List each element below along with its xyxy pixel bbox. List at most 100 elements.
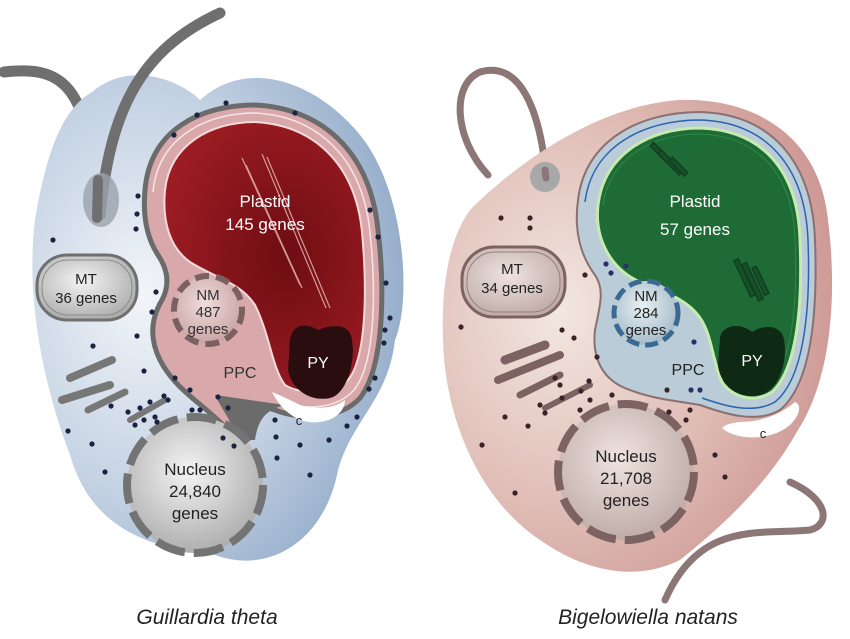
ribosome-dot (197, 407, 203, 413)
nucleomorph (171, 273, 245, 347)
nucleus-unit: genes (603, 491, 649, 510)
ribosome-dot (171, 132, 177, 138)
nucleomorph-name: NM (196, 287, 219, 304)
ribosome-dot (161, 393, 167, 399)
ribosome-dot (89, 441, 95, 447)
ribosome-dot (603, 261, 609, 267)
ribosome-dot (215, 394, 221, 400)
nucleomorph-name: NM (634, 288, 657, 305)
ribosome-dot (502, 414, 508, 420)
ribosome-dot (108, 403, 114, 409)
ribosome-dot (609, 392, 615, 398)
ribosome-dot (557, 382, 563, 388)
ribosome-dot (220, 435, 226, 441)
mitochondrion-genes: 36 genes (55, 290, 117, 307)
mitochondrion-name: MT (75, 271, 97, 288)
ribosome-dot (383, 280, 389, 286)
plastid-genes: 145 genes (225, 215, 304, 234)
nucleomorph-unit: genes (626, 322, 667, 339)
ribosome-dot (223, 100, 229, 106)
nucleomorph (611, 278, 681, 348)
ribosome-dot (65, 428, 71, 434)
ribosome-dot (153, 289, 159, 295)
golgi-apparatus (58, 356, 168, 423)
ribosome-dot (498, 215, 504, 221)
ribosome-dot (479, 442, 485, 448)
nucleus-unit: genes (172, 504, 218, 523)
nucleomorph-count: 284 (633, 305, 658, 322)
nucleus (123, 413, 267, 557)
plastid (163, 120, 366, 393)
basal-body-flagellum (92, 175, 103, 223)
ribosome-dot (134, 211, 140, 217)
ribosome-dot (366, 386, 372, 392)
ribosome-dot (623, 263, 629, 269)
ribosome-dot (367, 207, 373, 213)
ribosome-dot (225, 405, 231, 411)
basal-body-flagellum (541, 166, 550, 182)
c-compartment (722, 402, 800, 438)
ribosome-dot (102, 469, 108, 475)
nucleus-count: 21,708 (600, 469, 652, 488)
nucleus-count: 24,840 (169, 482, 221, 501)
ribosome-dot (152, 414, 158, 420)
ribosome-dot (571, 335, 577, 341)
ribosome-dot (527, 225, 533, 231)
ribosome-dot (187, 387, 193, 393)
ribosome-dot (273, 434, 279, 440)
ribosome-dot (697, 387, 703, 393)
ribosome-dot (582, 272, 588, 278)
ribosome-dot (586, 378, 592, 384)
ribosome-dot (577, 407, 583, 413)
ribosomes (458, 215, 728, 496)
ribosome-dot (125, 409, 131, 415)
nucleomorph-count: 487 (195, 304, 220, 321)
ribosome-dot (132, 422, 138, 428)
flagellum (661, 478, 827, 604)
ribosome-dot (135, 193, 141, 199)
ribosome-dot (141, 368, 147, 374)
ribosome-dot (165, 397, 171, 403)
ribosome-dot (149, 309, 155, 315)
ppc-membrane (584, 119, 810, 410)
c-compartment (272, 392, 345, 423)
ribosome-dot (137, 405, 143, 411)
ribosome-dot (326, 437, 332, 443)
ribosome-dot (375, 234, 381, 240)
mitochondrion-genes: 34 genes (481, 280, 543, 297)
species-name: Guillardia theta (136, 606, 277, 629)
ribosome-dot (664, 387, 670, 393)
ribosome-dot (382, 327, 388, 333)
mitochondrion-inner (41, 259, 133, 316)
ribosome-dot (525, 423, 531, 429)
ribosome-dot (381, 340, 387, 346)
cell-guillardia-theta: PY c Plastid 145 genes NM 487 genes PPC … (0, 7, 404, 629)
ribosome-dot (147, 399, 153, 405)
ribosome-dot (134, 333, 140, 339)
ribosome-dot (154, 419, 160, 425)
nucleus-name: Nucleus (164, 460, 225, 479)
ppc-label: PPC (672, 362, 705, 379)
ribosome-dot (587, 397, 593, 403)
ribosome-dot (292, 110, 298, 116)
mitochondrion (460, 245, 567, 319)
pyrenoid-label: PY (307, 355, 329, 372)
species-name: Bigelowiella natans (558, 606, 738, 629)
ribosome-dot (344, 423, 350, 429)
plastid-genes: 57 genes (660, 220, 730, 239)
pyrenoid-label: PY (741, 353, 763, 370)
nucleomorph-unit: genes (188, 321, 229, 338)
ribosome-dot (559, 395, 565, 401)
ribosome-dot (683, 417, 689, 423)
ribosome-dot (722, 474, 728, 480)
c-label: c (296, 413, 303, 428)
nucleus-connection (215, 395, 285, 440)
ribosome-dot (172, 375, 178, 381)
ribosome-dot (527, 215, 533, 221)
ribosome-dot (512, 490, 518, 496)
ribosome-dot (712, 452, 718, 458)
plastid-name: Plastid (239, 192, 290, 211)
ppc-label: PPC (224, 365, 257, 382)
ribosome-dot (387, 315, 393, 321)
ribosome-dot (688, 387, 694, 393)
